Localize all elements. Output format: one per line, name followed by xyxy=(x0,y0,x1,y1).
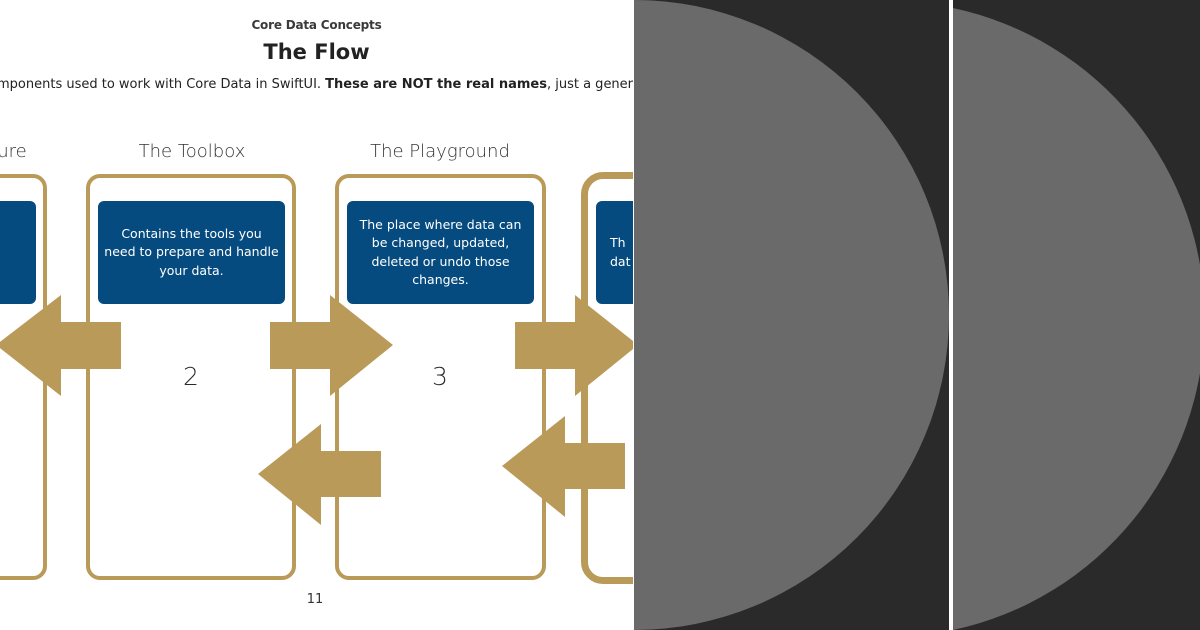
right-image-area xyxy=(633,0,1200,630)
arrow-right-1 xyxy=(270,295,393,396)
panel-toolbox xyxy=(86,174,296,580)
slide: Core Data Concepts The Flow mponents use… xyxy=(0,18,633,607)
dark-panel-1 xyxy=(634,0,949,630)
arrow-left-1 xyxy=(0,295,121,396)
arrow-left-3 xyxy=(502,416,625,517)
column-title-toolbox: The Toolbox xyxy=(138,141,246,162)
dark-panel-2 xyxy=(953,0,1200,630)
step-number-3: 3 xyxy=(432,362,448,391)
slide-kicker: Core Data Concepts xyxy=(251,18,382,32)
intro-text-end: , just a general overv xyxy=(546,77,633,92)
half-circle-shape-2 xyxy=(953,8,1200,630)
column-title-1: ure xyxy=(0,141,27,162)
card-playground: The place where data can be changed, upd… xyxy=(347,201,534,304)
intro-text-emphasis: These are NOT the real names xyxy=(325,77,547,92)
flow-arrows xyxy=(0,295,633,525)
half-circle-shape-1 xyxy=(634,0,949,630)
arrow-right-2 xyxy=(515,295,633,396)
card-1 xyxy=(0,201,36,304)
slide-title: The Flow xyxy=(263,40,370,64)
column-title-playground: The Playground xyxy=(370,141,510,162)
step-number-2: 2 xyxy=(183,362,199,391)
arrow-left-2 xyxy=(258,424,381,525)
card-toolbox: Contains the tools you need to prepare a… xyxy=(98,201,285,304)
card-4: Th dat xyxy=(596,201,633,304)
intro-text: mponents used to work with Core Data in … xyxy=(0,77,633,92)
intro-text-start: mponents used to work with Core Data in … xyxy=(0,77,326,92)
page-number: 11 xyxy=(306,592,324,607)
